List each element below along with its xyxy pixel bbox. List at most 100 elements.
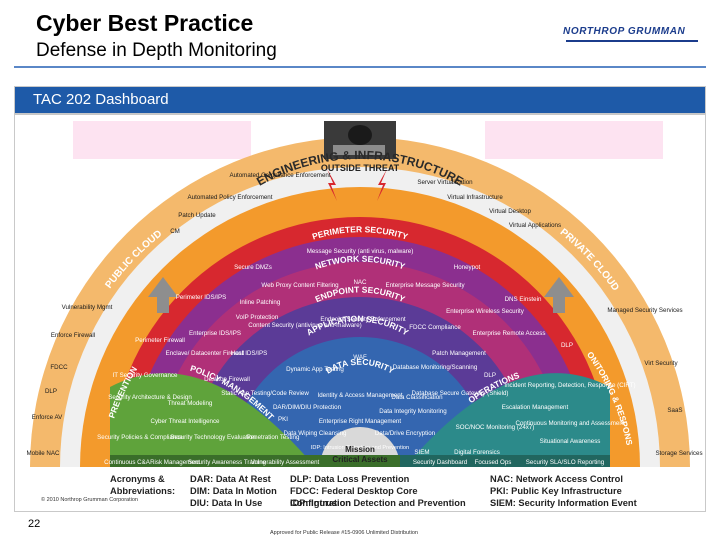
left-side-item: FDCC <box>50 364 68 371</box>
prevention-item: Threat Modeling <box>168 400 213 407</box>
network-item: NAC <box>353 279 367 286</box>
dashboard-panel: TAC 202 Dashboard <box>14 86 706 512</box>
data-item: Identity & Access Management <box>318 392 403 399</box>
legend-entry: DIM: Data In Motion <box>190 486 277 496</box>
data-item: Enterprise Right Management <box>319 418 401 425</box>
arrow-left-icon <box>148 277 178 313</box>
highlight-box-right <box>485 121 663 159</box>
application-item: Database Monitoring/Scanning <box>393 364 478 371</box>
bottom-row-item: Continuous C&A <box>104 459 151 466</box>
data-item: Data/Drive Encryption <box>375 430 436 437</box>
perimeter-item: Message Security (anti virus, malware) <box>307 248 414 255</box>
legend-entry: PKI: Public Key Infrastructure <box>490 486 622 496</box>
right-side-item: Storage Services <box>655 450 702 457</box>
dashboard-title: TAC 202 Dashboard <box>33 91 169 108</box>
bottom-strip-right <box>400 455 610 467</box>
lightning-left-icon <box>327 169 337 201</box>
bottom-row-item: SIEM <box>414 449 429 456</box>
legend-entry: SIEM: Security Information Event Managem… <box>490 498 637 511</box>
application-item: Desktop Firewall <box>204 376 250 383</box>
data-item: DAR/DIM/DIU Protection <box>273 404 342 411</box>
outer-right-item: Virtual Desktop <box>489 208 531 215</box>
legend-entry: DLP: Data Loss Prevention <box>290 474 410 484</box>
legend-entry: IDP: Intrusion Detection and Prevention <box>290 498 466 508</box>
prevention-item: Security Architecture & Design <box>108 394 192 401</box>
endpoint-item: Endpoint Security Enforcement <box>320 316 406 323</box>
legend-entry: FDCC: Federal Desktop Core Configuration <box>290 486 418 508</box>
operations-item: Escalation Management <box>502 404 569 411</box>
bottom-row-item: Digital Forensics <box>454 449 500 456</box>
outer-right-item: Virtual Infrastructure <box>447 194 503 201</box>
network-item: Enterprise Message Security <box>385 282 465 289</box>
prevention-item: Security Technology Evaluation <box>170 434 256 441</box>
center-subtitle: Critical Assets <box>332 455 388 464</box>
copyright-note: © 2010 Northrop Grumman Corporation <box>41 497 138 503</box>
endpoint-item: Perimeter Firewall <box>135 337 185 344</box>
lightning-right-icon <box>377 169 387 201</box>
highlight-box-left <box>73 121 251 159</box>
data-ring <box>230 337 490 467</box>
network-item: DNS Einstein <box>505 296 542 303</box>
data-item: Data Integrity Monitoring <box>379 408 447 415</box>
outer-left-item: Automated Compliance Enforcement <box>229 172 330 179</box>
legend-header: Acronyms & <box>110 474 165 484</box>
legend-entry: NAC: Network Access Control <box>490 474 623 484</box>
outer-left-item: Patch Update <box>178 212 216 219</box>
legend-header: Abbreviations: <box>110 486 176 496</box>
operations-item: Continuous Monitoring and Assessment <box>515 420 624 427</box>
prevention-item: Cyber Threat Intelligence <box>150 418 220 425</box>
right-side-item: SaaS <box>667 407 682 414</box>
endpoint-item: FDCC Compliance <box>409 324 461 331</box>
bottom-row-item: Security SLA/SLO Reporting <box>526 459 605 466</box>
left-side-item: Vulnerability Mgmt <box>62 304 113 311</box>
slide-subtitle: Defense in Depth Monitoring <box>36 40 277 61</box>
network-item: Inline Patching <box>240 299 281 306</box>
data-item: Data Classification <box>391 394 443 401</box>
right-side-item: Managed Security Services <box>607 307 682 314</box>
data-item: Data Wiping Cleansing <box>284 430 347 437</box>
legend-entry: DIU: Data In Use <box>190 498 263 508</box>
network-item: Perimeter IDS/IPS <box>176 294 227 301</box>
data-item: IDP: Intrusion Detection and Prevention <box>311 445 409 451</box>
perimeter-item: Secure DMZs <box>234 264 272 271</box>
endpoint-item: Enclave/ Datacenter Firewall <box>166 350 245 357</box>
application-item: Static App Testing/Code Review <box>221 390 309 397</box>
endpoint-item: Enterprise Remote Access <box>473 330 546 337</box>
left-side-item: DLP <box>45 388 57 395</box>
application-item: Dynamic App Testing <box>286 366 344 373</box>
endpoint-item: Enterprise Wireless Security <box>446 308 525 315</box>
prevention-sector <box>110 373 315 467</box>
bottom-row-item: Focused Ops <box>475 459 512 466</box>
bottom-row-item: Security Awareness Training <box>188 459 267 466</box>
arrow-right-icon <box>544 277 574 313</box>
right-side-item: Virt Security <box>644 360 678 367</box>
defense-in-depth-diagram: OUTSIDE THREAT ENGINEERING & INFRASTRUCT… <box>15 87 703 467</box>
perimeter-item: Honeypot <box>454 264 481 271</box>
prevention-item: Security Policies & Compliance <box>97 434 183 441</box>
center-title: Mission <box>345 445 375 454</box>
prevention-item: IT Security Governance <box>113 372 178 379</box>
outer-right-item: Server Virtualization <box>417 179 473 186</box>
bottom-row-item: Risk Management <box>150 459 200 466</box>
endpoint-item: DLP <box>561 342 573 349</box>
operations-item: Incident Reporting, Detection, Response … <box>504 382 635 389</box>
outer-left-item: Automated Policy Enforcement <box>188 194 273 201</box>
prevention-item: Penetration Testing <box>247 434 300 441</box>
operations-item: SOC/NOC Monitoring (24x7) <box>456 424 535 431</box>
logo-underline <box>566 40 698 42</box>
bottom-row-item: Security Dashboard <box>413 459 468 466</box>
data-item: Database Secure Gateway (Shield) <box>412 390 509 397</box>
endpoint-item: Host IDS/IPS <box>231 350 267 357</box>
footer-note: Approved for Public Release #15-0906 Unl… <box>270 530 418 536</box>
bottom-row-item: Vulnerability Assessment <box>251 459 320 466</box>
operations-item: Situational Awareness <box>540 438 601 445</box>
endpoint-item: VoIP Protection <box>236 314 279 321</box>
left-side-item: Mobile NAC <box>26 450 60 457</box>
page-number: 22 <box>28 518 41 530</box>
data-item: PKI <box>278 416 288 423</box>
application-item: DLP <box>484 372 496 379</box>
legend-entry: DAR: Data At Rest <box>190 474 271 484</box>
endpoint-item: Enterprise IDS/IPS <box>189 330 241 337</box>
outer-left-item: CM <box>170 228 180 235</box>
company-logo: NORTHROP GRUMMAN <box>563 26 686 37</box>
